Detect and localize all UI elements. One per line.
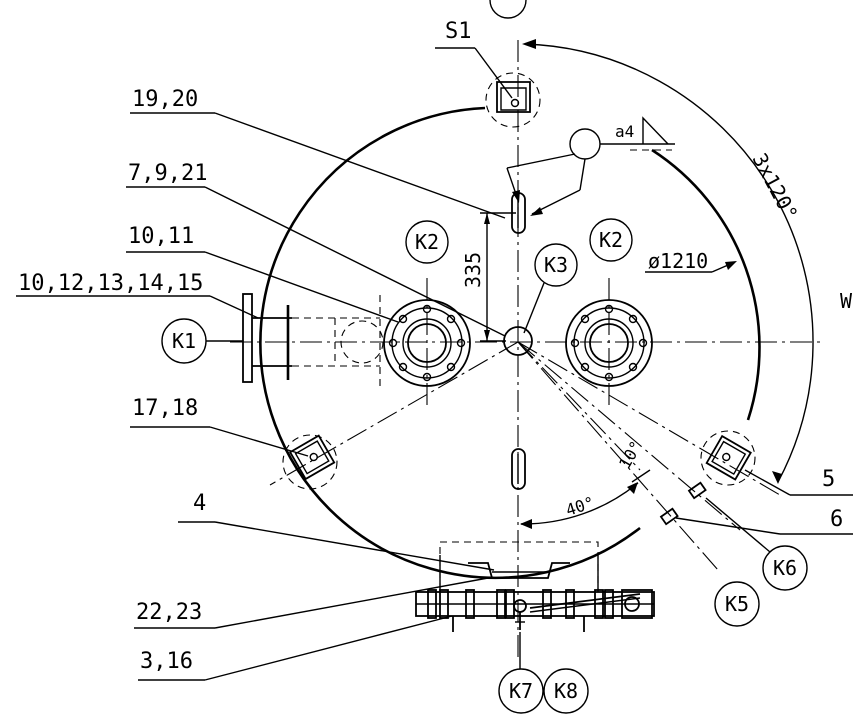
lug-left-outline (282, 434, 338, 490)
lug-right (705, 434, 752, 481)
angle-120-arrow-top (522, 39, 536, 49)
centerline-k5 (517, 341, 719, 571)
weld-arrow-2 (530, 207, 543, 216)
callout-17-18: 17,18 (132, 396, 198, 421)
svg-text:K8: K8 (554, 679, 578, 703)
tab-k6 (687, 481, 707, 500)
lug-top (496, 81, 531, 113)
bubble-k1: K1 (161, 318, 207, 364)
bubble-k6: K6 (762, 545, 808, 591)
nozzle-k2-left (383, 299, 471, 387)
diameter-label: ø1210 (648, 249, 708, 273)
weld-leader-2 (579, 158, 586, 191)
lug-top-inner (500, 87, 527, 111)
callout-3-16: 3,16 (140, 649, 193, 674)
angle-40-label: 40° (563, 493, 596, 520)
lug-right-outline (700, 430, 756, 486)
nozzle-k1 (242, 293, 384, 388)
callout-10-12-13-14-15: 10,12,13,14,15 (18, 271, 203, 296)
callout-3-16-leader (204, 615, 453, 681)
section-bubble-top (489, 0, 527, 19)
angle-40-arc (520, 482, 639, 525)
angle-120-arc (524, 43, 814, 483)
dim-335-arrow-top (484, 213, 490, 224)
callout-5-leader (744, 469, 791, 496)
svg-text:K2: K2 (599, 228, 623, 252)
slot-bottom (511, 448, 526, 490)
callout-s1: S1 (445, 19, 472, 44)
bubble-k2-left: K2 (405, 220, 449, 264)
angle-40-arrow-left (520, 519, 532, 529)
svg-text:K5: K5 (725, 592, 749, 616)
angle-120-label: 3x120° (748, 149, 803, 224)
callout-6-leader (675, 517, 781, 535)
bubble-k2-right: K2 (589, 218, 633, 262)
callout-4-leader (214, 521, 495, 571)
bubble-k6-leader (705, 497, 771, 553)
centerline-lower-left (269, 341, 519, 486)
bubble-k8: K8 (543, 668, 589, 714)
bubble-k7: K7 (498, 668, 544, 714)
centerline-k6 (517, 341, 741, 531)
angle-120-arrow-bottom (772, 471, 782, 484)
weld-arrow-1 (512, 190, 520, 203)
angle-10-tick (631, 469, 651, 483)
centerline-10deg (517, 341, 641, 471)
callout-5: 5 (822, 467, 835, 492)
lug-top-outline (485, 72, 541, 128)
centerline-lower-right (517, 341, 781, 496)
bubble-k3: K3 (534, 243, 578, 287)
edge-text-w: W (840, 289, 853, 313)
angle-10-label: 10° (615, 437, 646, 472)
bubble-k3-leader (523, 282, 545, 334)
bottom-pipe-assembly (415, 555, 655, 632)
callout-7-9-21: 7,9,21 (128, 161, 207, 186)
svg-text:K3: K3 (544, 253, 568, 277)
svg-text:K1: K1 (172, 329, 196, 353)
angle-40-arrow-right (627, 482, 638, 494)
callout-19-20: 19,20 (132, 87, 198, 112)
diameter-arrow (725, 261, 737, 270)
nozzle-k2-right (565, 299, 653, 387)
callout-s1-leader (474, 47, 513, 99)
weld-fillet-symbol (642, 116, 669, 145)
callout-10-11-leader (204, 251, 399, 323)
svg-text:K6: K6 (773, 556, 797, 580)
bubble-k5: K5 (714, 581, 760, 627)
callout-10-12-leader (209, 295, 259, 319)
lug-left (288, 434, 336, 481)
lug-top-hole (510, 98, 520, 108)
support-bracket (468, 562, 570, 579)
callout-22-23: 22,23 (136, 600, 202, 625)
vessel-shell-right (651, 148, 761, 421)
callout-22-23-leader (214, 577, 489, 629)
weld-label: a4 (615, 122, 634, 141)
callout-17-18-leader (209, 426, 309, 457)
callout-4: 4 (193, 491, 206, 516)
callout-19-20-leader (214, 112, 506, 219)
callout-6: 6 (830, 507, 843, 532)
dim-335-arrow-bottom (484, 330, 490, 341)
callout-7-9-21-leader (204, 186, 506, 337)
dim-335-label: 335 (461, 252, 485, 288)
svg-text:K2: K2 (415, 230, 439, 254)
svg-text:K7: K7 (509, 679, 533, 703)
weld-leader-1 (506, 153, 576, 169)
callout-10-11: 10,11 (128, 224, 194, 249)
tab-k5 (659, 507, 679, 526)
